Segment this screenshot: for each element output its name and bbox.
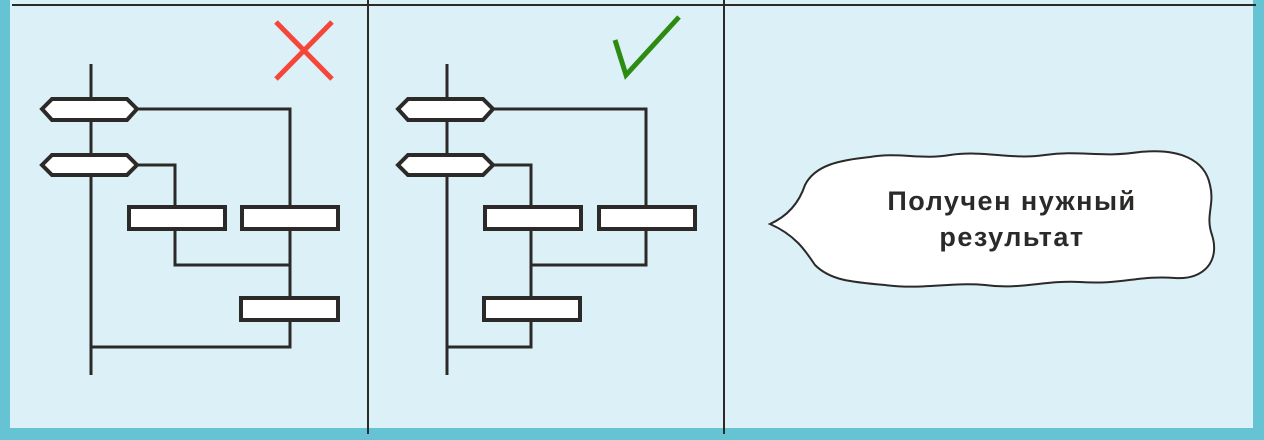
- speech-bubble: [767, 150, 1216, 288]
- process-block: [239, 296, 340, 322]
- cross-icon: [274, 20, 334, 81]
- bubble-line-1: Получен нужный: [887, 186, 1137, 216]
- return-line: [91, 321, 292, 349]
- process-block: [127, 205, 227, 231]
- decision-hexagon: [39, 97, 140, 122]
- return-line: [447, 321, 533, 349]
- bubble-text: Получен нужный результат: [812, 183, 1212, 255]
- process-block: [597, 205, 697, 231]
- branch-line: [138, 163, 177, 205]
- process-block: [482, 296, 582, 322]
- flowchart-incorrect: [39, 64, 340, 375]
- branch-line: [494, 163, 533, 205]
- branch-line: [494, 107, 648, 205]
- check-icon: [612, 15, 681, 80]
- bubble-line-2: результат: [939, 222, 1085, 252]
- process-block: [483, 205, 583, 231]
- branch-line: [138, 107, 292, 205]
- decision-hexagon: [395, 97, 496, 122]
- flowchart-correct: [395, 64, 697, 375]
- process-block: [240, 205, 340, 231]
- merge-line: [173, 230, 290, 267]
- decision-hexagon: [39, 153, 140, 177]
- decision-hexagon: [395, 153, 496, 177]
- merge-line: [531, 230, 648, 267]
